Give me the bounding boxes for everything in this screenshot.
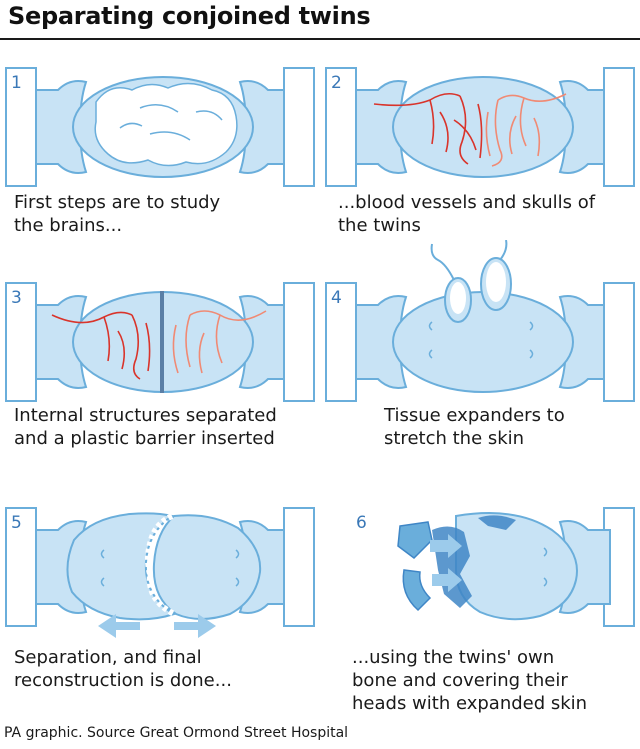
step-caption-line: the brains...	[14, 214, 122, 237]
step-caption-line: First steps are to study	[14, 191, 220, 214]
joined-heads	[393, 292, 573, 392]
right-bed-board	[604, 68, 634, 186]
step-number: 5	[11, 513, 22, 533]
step-caption-line: Separation, and final	[14, 646, 202, 669]
step-caption-line: bone and covering their	[352, 669, 568, 692]
step-4-panel: 4 Tissue expanders to stretch the skin	[320, 240, 640, 472]
right-bed-board	[284, 68, 314, 186]
brain-shape	[95, 83, 237, 165]
page-title: Separating conjoined twins	[8, 2, 370, 30]
step-caption-line: Tissue expanders to	[384, 404, 565, 427]
expander-highlight	[450, 282, 466, 314]
step-3-panel: 3 Internal structures separated and a pl…	[0, 275, 320, 507]
expander-highlight	[486, 262, 506, 302]
step-caption-line: Internal structures separated	[14, 404, 277, 427]
twin-head	[456, 513, 577, 619]
source-credit: PA graphic. Source Great Ormond Street H…	[4, 725, 348, 741]
right-bed-board	[284, 508, 314, 626]
step-number: 4	[331, 288, 342, 308]
plastic-barrier	[160, 291, 164, 393]
step-5-illustration	[0, 500, 320, 645]
title-rule	[0, 38, 640, 40]
right-bed-board	[604, 283, 634, 401]
step-number: 6	[356, 513, 367, 533]
step-6-panel: 6 ...using the twins' own bone and cover…	[320, 500, 640, 720]
step-1-illustration	[0, 60, 320, 190]
bone-piece	[403, 570, 430, 610]
step-caption-line: reconstruction is done...	[14, 669, 232, 692]
step-caption-line: and a plastic barrier inserted	[14, 427, 275, 450]
step-caption-line: heads with expanded skin	[352, 692, 587, 715]
step-caption-line: ...blood vessels and skulls of	[338, 191, 595, 214]
step-6-illustration	[320, 500, 640, 645]
step-3-illustration	[0, 275, 320, 405]
expander-tube	[432, 244, 454, 280]
joined-heads	[393, 77, 573, 177]
step-4-illustration	[320, 240, 640, 405]
step-caption-line: the twins	[338, 214, 421, 237]
step-caption-line: ...using the twins' own	[352, 646, 554, 669]
step-1-panel: 1 First steps are to study the brains...	[0, 60, 320, 292]
step-2-illustration	[320, 60, 640, 190]
bone-piece	[398, 522, 432, 558]
right-bed-board	[284, 283, 314, 401]
step-number: 1	[11, 73, 22, 93]
step-number: 3	[11, 288, 22, 308]
step-caption-line: stretch the skin	[384, 427, 524, 450]
step-5-panel: 5 Separation, and final reconstruction i…	[0, 500, 320, 732]
step-number: 2	[331, 73, 342, 93]
expander-tube	[500, 240, 506, 260]
